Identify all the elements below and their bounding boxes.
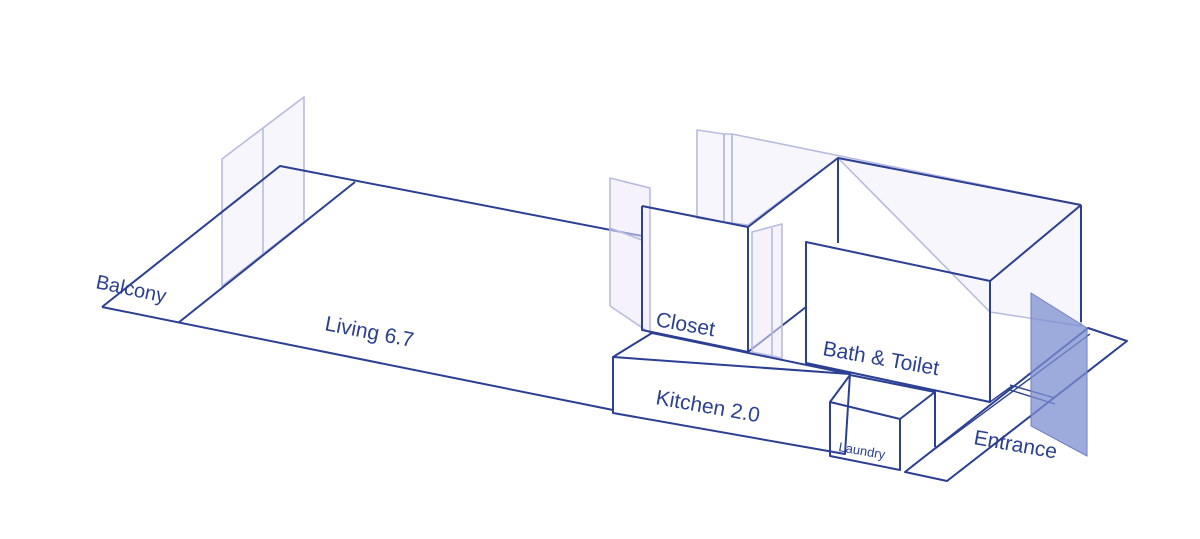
closet-door-left (609, 177, 651, 334)
balcony-glass-panels (221, 96, 305, 287)
kitchen-label: Kitchen 2.0 (654, 386, 761, 427)
floor-outline (101, 165, 643, 411)
laundry-front-face (829, 401, 901, 471)
bath-floor-edge (989, 385, 1013, 403)
rear-panel-edge (723, 133, 733, 224)
closet-side-panel (751, 223, 783, 359)
entrance-door (1030, 292, 1088, 457)
laundry-top-face (829, 374, 936, 420)
rear-panel-left (696, 129, 725, 223)
closet-door-rail (609, 227, 643, 241)
back-edge-line (101, 165, 643, 308)
rear-wall-bath (731, 133, 1082, 327)
kitchen-front-face (612, 356, 851, 455)
kitchen-box (612, 332, 851, 455)
kitchen-top-face (612, 332, 851, 375)
bath-top-back-edge (837, 157, 1082, 206)
front-edge-line (101, 306, 614, 411)
closet-side-glass (751, 223, 783, 359)
entrance-slab (904, 327, 1128, 482)
bath-top-side-edge (989, 204, 1082, 282)
closet-door-glass (609, 177, 651, 334)
laundry-box (829, 374, 936, 471)
balcony-label: Balcony (94, 271, 168, 307)
balcony-divider-line (177, 181, 356, 324)
bath-box (805, 157, 1082, 403)
entrance-outline (904, 327, 1128, 482)
living-label: Living 6.7 (323, 312, 416, 352)
